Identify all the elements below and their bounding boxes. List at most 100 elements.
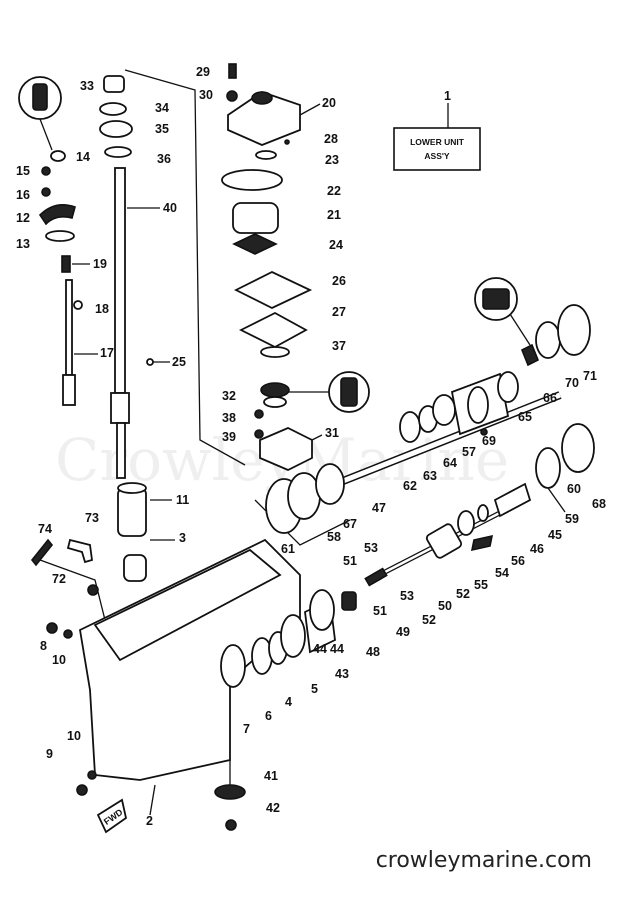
bolt-38 [254, 409, 264, 419]
washer-46 [477, 504, 489, 522]
title-box-line2: ASS'Y [424, 151, 449, 161]
part-label-53: 53 [364, 541, 378, 555]
part-label-44: 44 [313, 642, 327, 656]
plug-8 [46, 622, 58, 634]
reverse-gear-60 [535, 447, 561, 489]
part-label-14: 14 [76, 150, 90, 164]
gear-case-2 [79, 538, 301, 781]
anode-41 [214, 784, 246, 800]
part-label-72: 72 [52, 572, 66, 586]
shift-rod-cam [62, 374, 76, 406]
shift-rod-group [38, 150, 98, 406]
clutch-55 [425, 523, 463, 559]
part-label-52: 52 [456, 587, 470, 601]
pump-base-31 [259, 427, 313, 471]
spring-56 [457, 510, 475, 536]
part-label-20: 20 [322, 96, 336, 110]
part-label-52: 52 [422, 613, 436, 627]
part-label-15: 15 [16, 164, 30, 178]
carrier-face [467, 386, 489, 424]
part-label-5: 5 [311, 682, 318, 696]
part-label-45: 45 [548, 528, 562, 542]
shift-rod-17 [65, 279, 73, 376]
gasket-27 [238, 311, 308, 349]
part-label-18: 18 [95, 302, 109, 316]
pin-28 [284, 139, 290, 145]
cam-follower-48 [341, 591, 357, 611]
pump-housing-top [251, 91, 273, 105]
forward-gear-group [220, 589, 357, 688]
part-label-26: 26 [332, 274, 346, 288]
retainer-58 [287, 472, 321, 520]
part-label-74: 74 [38, 522, 52, 536]
title-box-frame [393, 127, 481, 171]
gasket-10 [87, 770, 97, 780]
part-label-37: 37 [332, 339, 346, 353]
lower-unit-title-box: 1 LOWER UNIT ASS'Y [393, 89, 481, 171]
part-label-22: 22 [327, 184, 341, 198]
bushing-19 [61, 255, 71, 273]
washer-13 [45, 230, 75, 242]
grommet-14 [50, 150, 66, 162]
drive-shaft-group [18, 75, 170, 479]
part-label-3: 3 [179, 531, 186, 545]
part-label-57: 57 [462, 445, 476, 459]
plate-26 [233, 270, 313, 310]
bearing-7 [220, 644, 246, 688]
part-label-36: 36 [157, 152, 171, 166]
washer-39 [254, 429, 264, 439]
part-label-51: 51 [373, 604, 387, 618]
insert-cartridge-22 [221, 169, 283, 191]
pin-54 [470, 534, 494, 552]
title-box-line1: LOWER UNIT [410, 137, 465, 147]
part-label-65: 65 [518, 410, 532, 424]
drive-shaft-end [116, 422, 126, 479]
part-label-66: 66 [543, 391, 557, 405]
part-label-34: 34 [155, 101, 169, 115]
part-label-49: 49 [396, 625, 410, 639]
impeller-case-21 [232, 202, 279, 234]
seal-32 [260, 382, 290, 398]
part-label-53: 53 [400, 589, 414, 603]
pin-69 [480, 428, 488, 436]
part-label-58: 58 [327, 530, 341, 544]
part-label-7: 7 [243, 722, 250, 736]
lower-unit-housing-group: FWD [30, 482, 301, 834]
part-label-25: 25 [172, 355, 186, 369]
gear-case-top [93, 548, 282, 662]
fwd-arrow [96, 798, 128, 834]
part-label-38: 38 [222, 411, 236, 425]
part-label-13: 13 [16, 237, 30, 251]
bearing-33 [103, 75, 125, 93]
part-label-29: 29 [196, 65, 210, 79]
part-label-32: 32 [222, 389, 236, 403]
water-pump-group [221, 63, 370, 471]
part-label-27: 27 [332, 305, 346, 319]
part-label-68: 68 [592, 497, 606, 511]
bearing-3 [123, 554, 147, 582]
part-label-70: 70 [565, 376, 579, 390]
nut-70 [535, 321, 561, 359]
part-label-67: 67 [343, 517, 357, 531]
part-number-labels: 3334353614151612134019181725293020282322… [16, 65, 606, 828]
shim-36 [104, 146, 132, 158]
part-label-51: 51 [343, 554, 357, 568]
sleeve-11 [117, 487, 147, 537]
anode-74 [30, 538, 54, 567]
part-label-10: 10 [52, 653, 66, 667]
part-label-71: 71 [583, 369, 597, 383]
bolt-42 [225, 819, 237, 831]
plug-9 [76, 784, 88, 796]
pin-51 [364, 567, 388, 587]
clip-18 [73, 300, 83, 310]
part-label-41: 41 [264, 769, 278, 783]
bolt-15 [41, 166, 51, 176]
part-label-43: 43 [335, 667, 349, 681]
part-label-44: 44 [330, 642, 344, 656]
part-label-28: 28 [324, 132, 338, 146]
part-label-73: 73 [85, 511, 99, 525]
gear-shaft-45 [493, 482, 532, 518]
title-box-ref: 1 [444, 89, 451, 103]
part-label-11: 11 [176, 493, 189, 507]
